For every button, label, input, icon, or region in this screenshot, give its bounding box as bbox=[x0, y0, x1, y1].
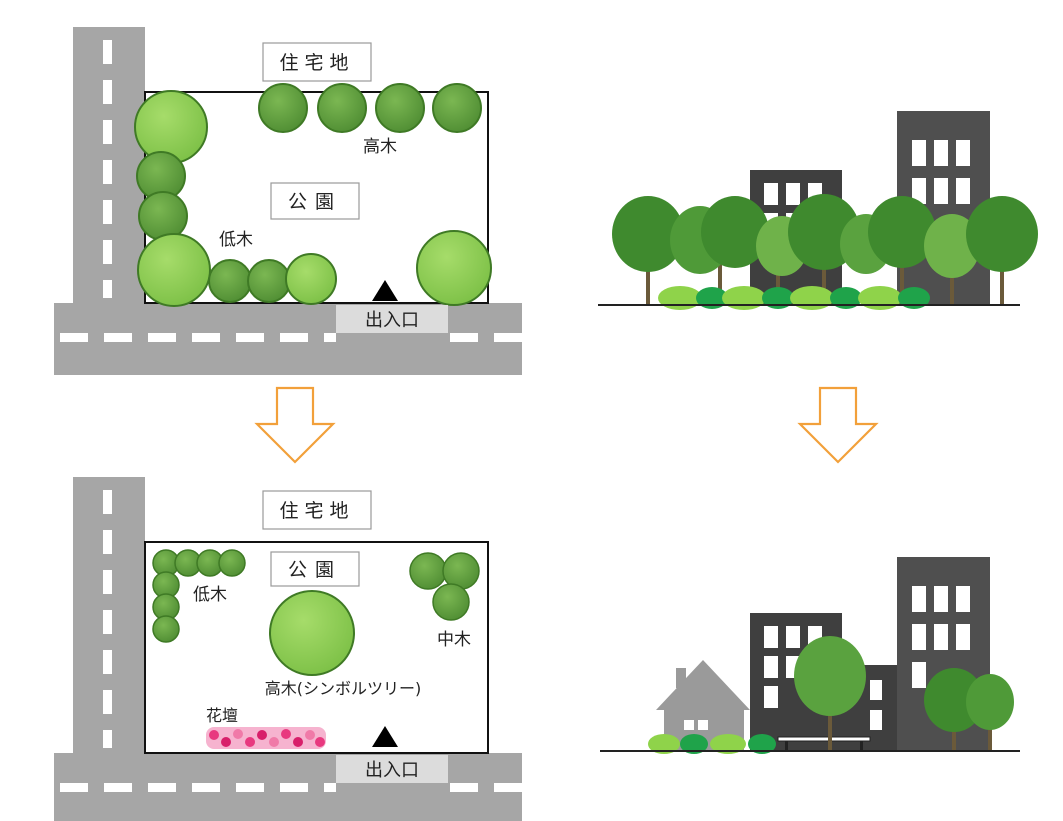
tree-icon bbox=[137, 233, 211, 307]
flower-bed bbox=[206, 727, 326, 749]
tree-icon bbox=[416, 230, 492, 306]
perimeter-trees bbox=[134, 90, 492, 307]
road-vertical-dashes bbox=[103, 490, 112, 748]
mid-trees bbox=[409, 552, 480, 621]
streetscape-after bbox=[600, 557, 1020, 754]
tree-icon bbox=[409, 552, 447, 590]
park-label: 公園 bbox=[288, 191, 342, 213]
tree-icon bbox=[258, 83, 308, 133]
entrance-box bbox=[336, 305, 448, 333]
flower-bed-label: 花壇 bbox=[206, 706, 238, 725]
shrub-row bbox=[648, 734, 776, 754]
residential-label: 住宅地 bbox=[279, 500, 354, 522]
tree-icon bbox=[375, 83, 425, 133]
low-trees-label: 低木 bbox=[219, 230, 253, 250]
down-arrow-icon bbox=[797, 386, 879, 464]
road-horizontal-dashes bbox=[60, 333, 522, 342]
tree-icon bbox=[966, 674, 1014, 730]
plan-before: 住宅地 公園 高木 低木 出入口 bbox=[54, 27, 522, 375]
park-label-box bbox=[270, 551, 360, 587]
tree-icon bbox=[317, 83, 367, 133]
tree-icon bbox=[138, 191, 188, 241]
entrance-label: 出入口 bbox=[365, 760, 419, 781]
road-horizontal-dashes bbox=[60, 783, 522, 792]
entrance-box bbox=[336, 755, 448, 783]
tree-row bbox=[612, 194, 1038, 278]
tree-icon bbox=[701, 196, 769, 268]
mid-trees-label: 中木 bbox=[437, 630, 471, 650]
residential-label: 住宅地 bbox=[279, 52, 354, 74]
tree-icon bbox=[432, 583, 470, 621]
down-arrow-icon bbox=[254, 386, 336, 464]
tree-icon bbox=[285, 253, 337, 305]
park-label: 公園 bbox=[288, 559, 342, 581]
plan-after: 住宅地 公園 低木 高木(シンボルツリー) 中木 花壇 bbox=[54, 477, 522, 821]
entrance-triangle-icon bbox=[372, 726, 398, 747]
park-label-box bbox=[270, 182, 360, 220]
entrance-triangle-icon bbox=[372, 280, 398, 301]
tree-icon bbox=[868, 196, 936, 268]
tree-icon bbox=[612, 196, 684, 272]
tree-icon bbox=[247, 259, 291, 303]
residential-label-box bbox=[262, 42, 372, 82]
tree-icon bbox=[924, 214, 980, 278]
streetscape-before bbox=[598, 111, 1038, 310]
symbol-tree-icon bbox=[269, 590, 355, 676]
symbol-tree-label: 高木(シンボルツリー) bbox=[265, 679, 422, 698]
tree-icon bbox=[966, 196, 1038, 272]
residential-label-box bbox=[262, 490, 372, 530]
tree-icon bbox=[134, 90, 208, 164]
tall-trees-label: 高木 bbox=[363, 137, 397, 157]
tall-trees-row bbox=[258, 83, 482, 133]
symbol-tree-icon bbox=[794, 636, 866, 716]
tree-icon bbox=[208, 259, 252, 303]
low-trees-hedge bbox=[152, 549, 246, 643]
road-vertical-dashes bbox=[103, 40, 112, 298]
entrance-label: 出入口 bbox=[365, 310, 419, 331]
tree-icon bbox=[924, 668, 984, 732]
bench-icon bbox=[777, 736, 871, 750]
low-trees-label: 低木 bbox=[193, 585, 227, 605]
tree-icon bbox=[432, 83, 482, 133]
